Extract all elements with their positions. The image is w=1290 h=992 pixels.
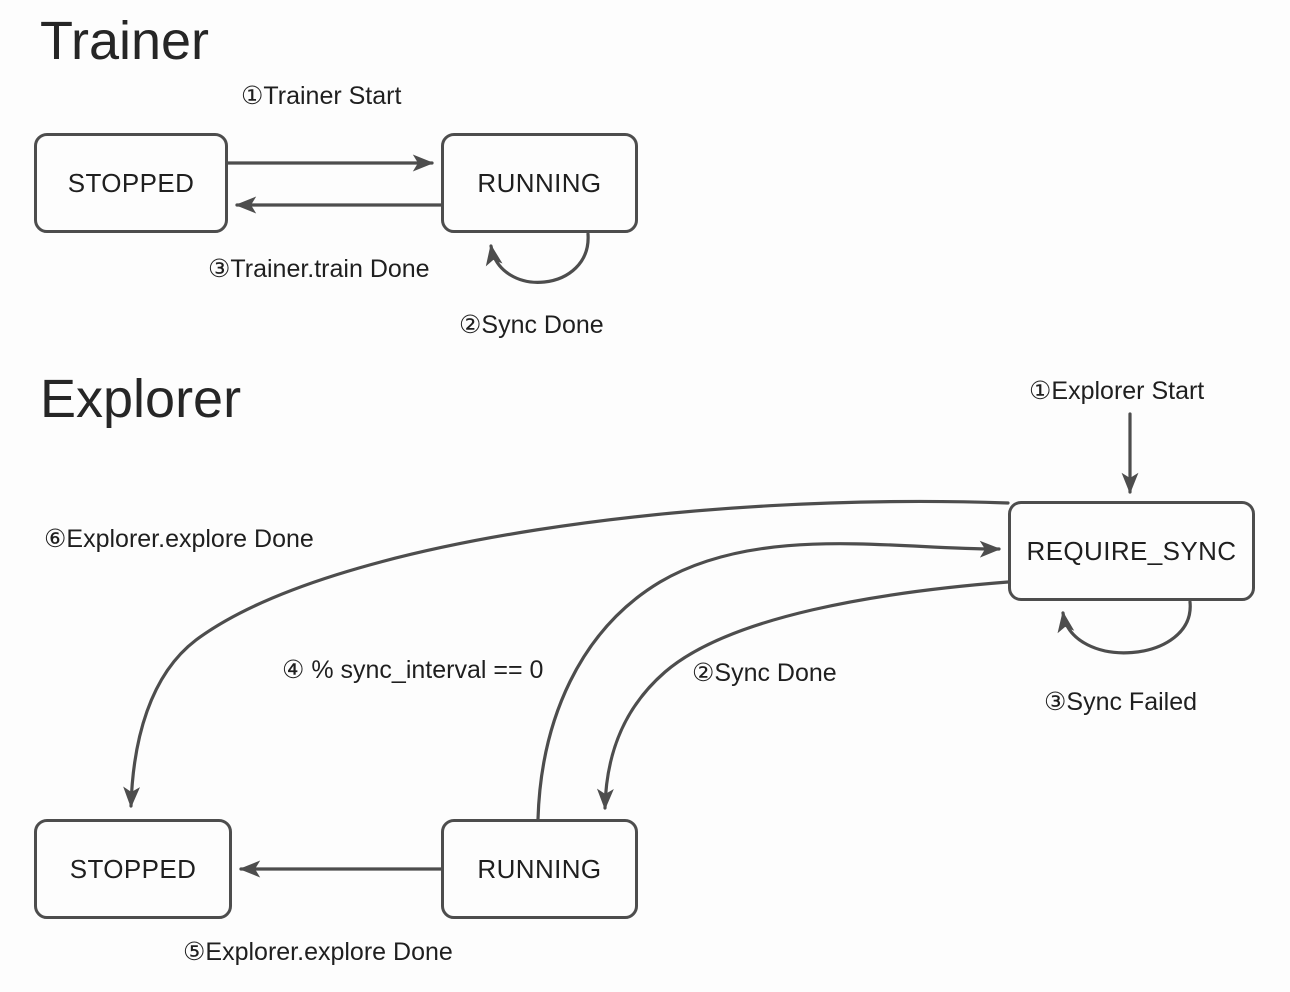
state-node-trainer-stopped[interactable]: STOPPED xyxy=(34,133,228,233)
state-label: STOPPED xyxy=(67,167,195,198)
state-node-explorer-require-sync[interactable]: REQUIRE_SYNC xyxy=(1008,501,1255,601)
edge-label-explorer-start: ①Explorer Start xyxy=(1029,377,1205,405)
state-label: STOPPED xyxy=(69,853,197,884)
edge-label-explorer-explore-done-sync: ⑥Explorer.explore Done xyxy=(44,525,314,553)
edge-label-explorer-explore-done-running: ⑤Explorer.explore Done xyxy=(183,938,453,966)
state-node-explorer-stopped[interactable]: STOPPED xyxy=(34,819,232,919)
edge-explorer-explore-done-sync xyxy=(123,499,1010,808)
state-node-trainer-running[interactable]: RUNNING xyxy=(441,133,638,233)
state-node-explorer-running[interactable]: RUNNING xyxy=(441,819,638,919)
edge-label-explorer-sync-interval: ④ % sync_interval == 0 xyxy=(282,656,544,684)
state-label: REQUIRE_SYNC xyxy=(1026,535,1237,566)
state-label: RUNNING xyxy=(477,853,602,884)
edge-label-trainer-start: ①Trainer Start xyxy=(241,82,402,110)
state-label: RUNNING xyxy=(477,167,602,198)
edge-explorer-sync-failed xyxy=(1057,600,1192,655)
section-title-explorer: Explorer xyxy=(40,369,242,429)
edge-explorer-sync-done xyxy=(596,580,1010,810)
edge-label-trainer-train-done: ③Trainer.train Done xyxy=(208,255,430,283)
edge-label-trainer-sync-done: ②Sync Done xyxy=(459,311,604,339)
edge-label-explorer-sync-failed: ③Sync Failed xyxy=(1044,688,1198,716)
edge-label-explorer-sync-done: ②Sync Done xyxy=(692,659,837,687)
edge-explorer-sync-interval xyxy=(536,540,1001,821)
section-title-trainer: Trainer xyxy=(40,11,210,71)
edge-trainer-sync-done xyxy=(485,232,590,284)
